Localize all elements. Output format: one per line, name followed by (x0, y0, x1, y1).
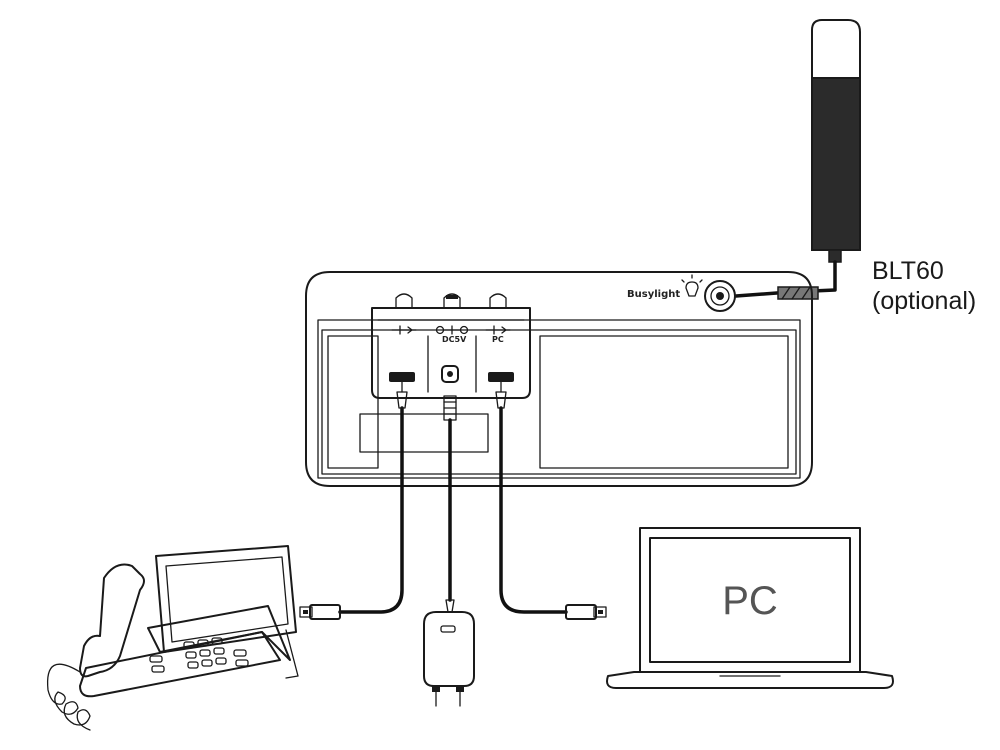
dc-port (441, 365, 459, 383)
busylight-optional-label: (optional) (872, 287, 976, 315)
pc-port-label: PC (492, 335, 504, 344)
busylight-tower: BLT60 (optional) (734, 19, 976, 315)
cables (338, 381, 568, 614)
usb-icon (485, 325, 511, 335)
ip-phone (46, 545, 299, 731)
light-bulb-icon (681, 274, 703, 297)
phone-keypad (149, 637, 249, 673)
pc-screen-label: PC (722, 579, 778, 623)
usb-plug-pc (565, 604, 607, 620)
phone-coiled-cord (46, 663, 91, 731)
busylight-socket (704, 280, 736, 312)
dc-port-label: DC5V (442, 335, 467, 344)
usb-plug-phone (299, 604, 341, 620)
busylight-model-label: BLT60 (872, 257, 944, 285)
power-adapter (423, 611, 475, 707)
usb-port-pc (488, 372, 514, 382)
base-unit: DC5V PC Busylight (305, 271, 813, 487)
usb-icon (391, 325, 417, 335)
usb-port-phone (389, 372, 415, 382)
dc-power-icon (435, 325, 469, 335)
laptop-pc: PC (606, 527, 894, 689)
busylight-port-label: Busylight (627, 289, 680, 300)
label-area (359, 413, 489, 453)
